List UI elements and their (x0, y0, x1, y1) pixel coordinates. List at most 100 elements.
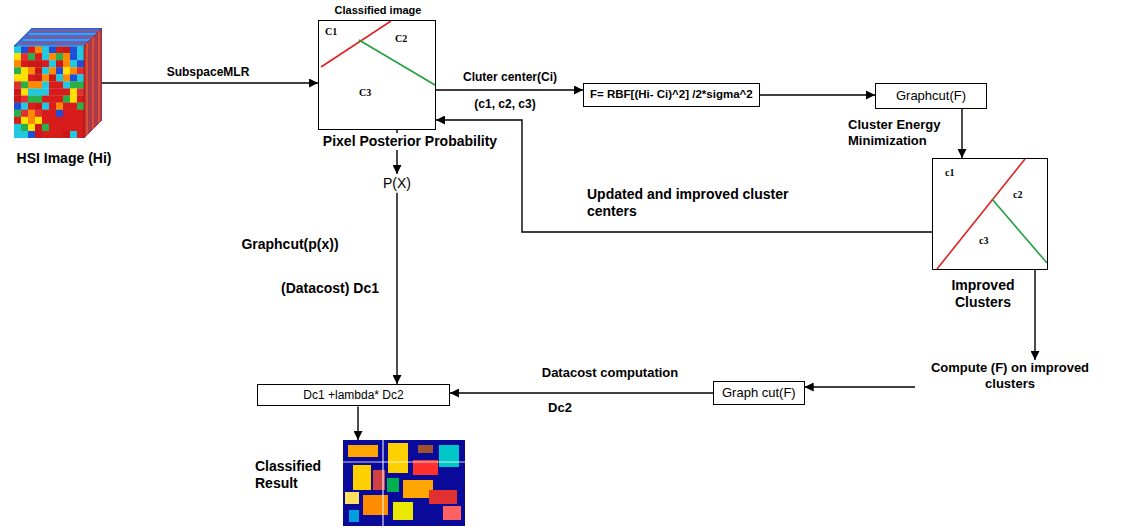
cube-band (93, 37, 94, 129)
formula-box: F= RBF[(Hi- Ci)^2] /2*sigma^2 (583, 83, 760, 107)
spectral-cell (56, 131, 63, 138)
cluster-label: C2 (395, 33, 407, 45)
spectral-cell (49, 74, 56, 81)
node-text: HSI Image (Hi) (17, 150, 112, 167)
map-road (383, 440, 384, 526)
node-text: Classified image (335, 4, 422, 17)
spectral-cell (77, 117, 84, 124)
spectral-cell (14, 74, 21, 81)
spectral-cell (56, 81, 63, 88)
map-region (345, 492, 359, 504)
spectral-cell (77, 74, 84, 81)
node-text: Improved Clusters (943, 277, 1023, 311)
spectral-cell (21, 53, 28, 60)
spectral-cell (70, 81, 77, 88)
spectral-cell (21, 124, 28, 131)
spectral-cell (70, 117, 77, 124)
annotation-label: (Datacost) Dc1 (279, 280, 381, 297)
spectral-cell (77, 110, 84, 117)
probability-node: P(X) (380, 174, 414, 193)
spectral-cell (77, 53, 84, 60)
spectral-cell (77, 96, 84, 103)
spectral-cell (21, 88, 28, 95)
spectral-cell (14, 53, 21, 60)
spectral-cell (35, 74, 42, 81)
spectral-cell (77, 88, 84, 95)
cube-band (26, 37, 96, 38)
node-text: Dc1 +lambda* Dc2 (268, 388, 439, 402)
spectral-cell (35, 81, 42, 88)
spectral-cell (14, 96, 21, 103)
spectral-cell (35, 60, 42, 67)
spectral-cell (14, 67, 21, 74)
spectral-cell (70, 124, 77, 131)
spectral-cell (42, 67, 49, 74)
connector-arrow (102, 82, 318, 83)
process-box: Graph cut(F) (713, 381, 805, 405)
spectral-cell (49, 88, 56, 95)
hsi-cube-art (14, 28, 102, 138)
map-road (343, 462, 465, 463)
classified-map-art (343, 440, 465, 526)
spectral-cell (35, 124, 42, 131)
spectral-cell (21, 60, 28, 67)
datacost-box: Dc1 +lambda* Dc2 (257, 384, 450, 406)
boundary-line (321, 21, 391, 67)
cube-band (96, 34, 97, 126)
connector-arrow (760, 94, 875, 95)
map-region (393, 502, 413, 520)
spectral-cell (56, 46, 63, 53)
spectral-cell (49, 110, 56, 117)
map-region (429, 490, 457, 504)
spectral-cell (14, 110, 21, 117)
spectral-cell (28, 124, 35, 131)
spectral-cell (28, 53, 35, 60)
spectral-cell (42, 81, 49, 88)
annotation-label: Dc2 (546, 400, 574, 416)
connector-arrow (436, 89, 583, 90)
spectral-cell (56, 74, 63, 81)
spectral-cell (14, 88, 21, 95)
cube-band (17, 46, 87, 47)
spectral-cell (42, 124, 49, 131)
edge-label: Cluter center(Ci) (461, 70, 559, 84)
spectral-cell (70, 53, 77, 60)
spectral-cell (35, 103, 42, 110)
spectral-cell (56, 110, 63, 117)
map-region (348, 445, 378, 457)
spectral-cell (63, 110, 70, 117)
cube-band (87, 43, 88, 135)
annotation-label: Graphcut(p(x)) (239, 236, 340, 253)
spectral-cell (21, 117, 28, 124)
spectral-cell (56, 117, 63, 124)
map-region (439, 445, 459, 467)
spectral-cell (35, 88, 42, 95)
spectral-cell (21, 131, 28, 138)
spectral-cell (70, 103, 77, 110)
spectral-cell (77, 131, 84, 138)
map-ground (343, 440, 465, 526)
spectral-cell (14, 117, 21, 124)
spectral-cell (70, 74, 77, 81)
spectral-cell (56, 124, 63, 131)
node-text: Graphcut(F) (884, 88, 978, 104)
connector-arrow (805, 386, 915, 387)
map-region (443, 506, 461, 520)
cube-band (99, 31, 100, 123)
spectral-cell (49, 96, 56, 103)
boundary-line (937, 159, 1025, 269)
spectral-cell (14, 124, 21, 131)
connector-arrow (1034, 270, 1035, 360)
spectral-cell (77, 124, 84, 131)
spectral-cell (21, 103, 28, 110)
map-region (363, 495, 388, 515)
spectral-cell (63, 117, 70, 124)
map-region (388, 443, 408, 473)
spectral-cell (28, 74, 35, 81)
spectral-cell (56, 67, 63, 74)
process-box: Graphcut(F) (875, 83, 987, 109)
edge-label: Updated and improved cluster centers (585, 186, 804, 220)
spectral-cell (70, 67, 77, 74)
spectral-cell (42, 117, 49, 124)
spectral-cell (28, 46, 35, 53)
